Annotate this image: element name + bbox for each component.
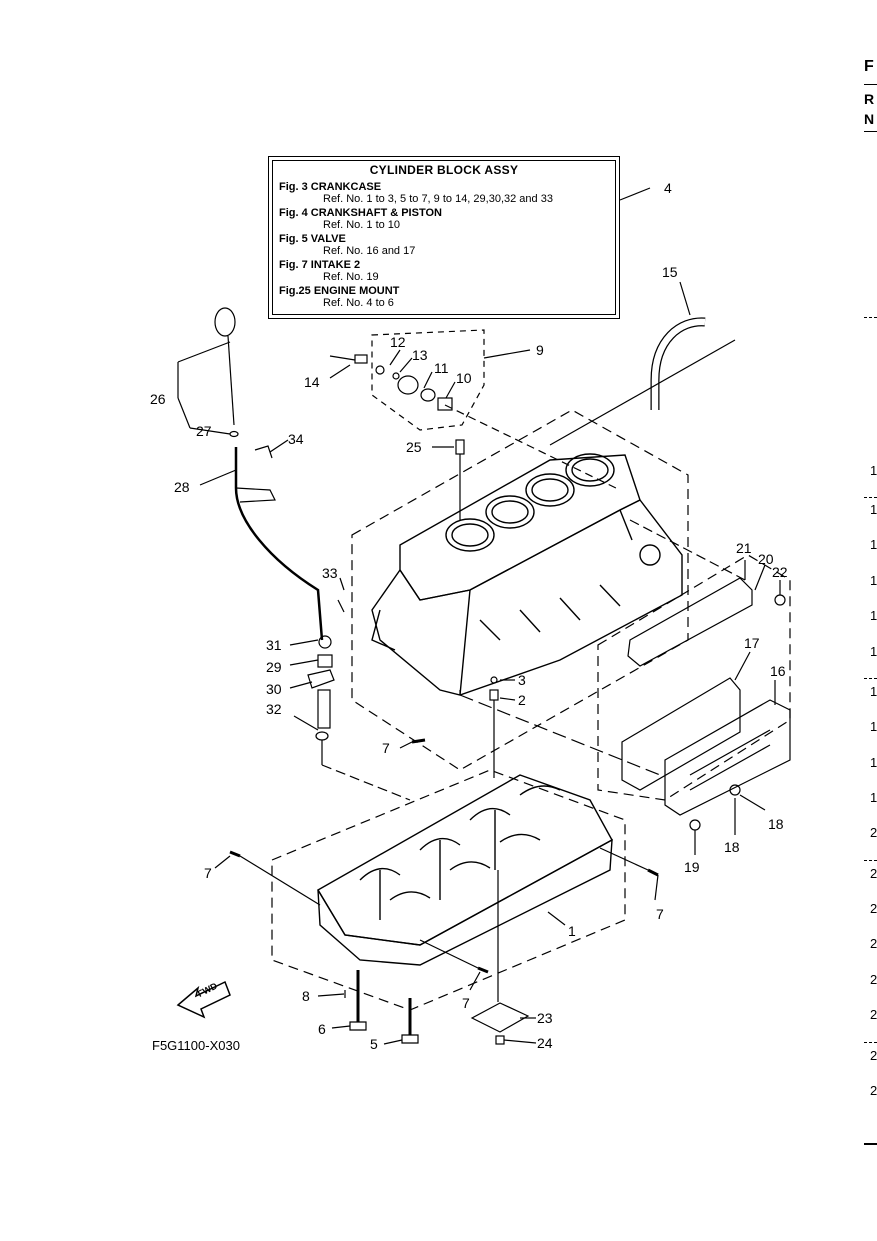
- callout-28: 28: [174, 479, 190, 495]
- reference-entry: Fig. 7 INTAKE 2 Ref. No. 19: [279, 259, 609, 283]
- callout-27: 27: [196, 423, 212, 439]
- reference-fig-label: Fig. 3 CRANKCASE: [279, 181, 382, 193]
- callout-13: 13: [412, 347, 428, 363]
- callout-7: 7: [382, 740, 390, 756]
- callout-7: 7: [204, 865, 212, 881]
- reference-ref-numbers: Ref. No. 16 and 17: [323, 245, 416, 257]
- reference-ref-numbers: Ref. No. 1 to 3, 5 to 7, 9 to 14, 29,30,…: [323, 193, 553, 205]
- edge-rule: [864, 84, 877, 85]
- reference-entry: Fig. 5 VALVE Ref. No. 16 and 17: [279, 233, 609, 257]
- edge-number: 2: [870, 901, 877, 916]
- edge-number: 1: [870, 537, 877, 552]
- callout-7: 7: [656, 906, 664, 922]
- fwd-arrow-icon: [176, 980, 231, 1019]
- callout-23: 23: [537, 1010, 553, 1026]
- edge-number: 1: [870, 644, 877, 659]
- reference-box-title: CYLINDER BLOCK ASSY: [369, 163, 519, 177]
- reference-ref-numbers: Ref. No. 4 to 6: [323, 297, 394, 309]
- callout-24: 24: [537, 1035, 553, 1051]
- edge-number: 2: [870, 972, 877, 987]
- edge-rule: [864, 317, 877, 318]
- cylinder-block-dashed-outline: [351, 409, 689, 771]
- callout-33: 33: [322, 565, 338, 581]
- callout-17: 17: [744, 635, 760, 651]
- callout-34: 34: [288, 431, 304, 447]
- reference-fig-label: Fig. 4 CRANKSHAFT & PISTON: [279, 207, 442, 219]
- edge-number: 1: [870, 573, 877, 588]
- callout-31: 31: [266, 637, 282, 653]
- cylinder-block: [371, 453, 683, 696]
- edge-letter: R: [864, 91, 875, 107]
- callout-11: 11: [434, 360, 449, 376]
- reference-ref-numbers: Ref. No. 19: [323, 271, 379, 283]
- edge-number: 2: [870, 825, 877, 840]
- edge-number: 1: [870, 790, 877, 805]
- cover-dashed-outline: [597, 554, 791, 801]
- callout-18: 18: [768, 816, 784, 832]
- callout-1: 1: [568, 923, 576, 939]
- edge-rule: [864, 497, 877, 498]
- reference-box: CYLINDER BLOCK ASSY Fig. 3 CRANKCASE Ref…: [268, 156, 620, 319]
- callout-9: 9: [536, 342, 544, 358]
- callout-20: 20: [758, 551, 774, 567]
- edge-rule: [864, 678, 877, 679]
- reference-ref-numbers: Ref. No. 1 to 10: [323, 219, 401, 231]
- edge-number: 1: [870, 755, 877, 770]
- reference-entry: Fig. 4 CRANKSHAFT & PISTON Ref. No. 1 to…: [279, 207, 609, 231]
- edge-rule: [864, 1042, 877, 1043]
- callout-12: 12: [390, 334, 406, 350]
- edge-number: 2: [870, 1048, 877, 1063]
- edge-number: 1: [870, 502, 877, 517]
- callout-19: 19: [684, 859, 700, 875]
- callout-18: 18: [724, 839, 740, 855]
- edge-letter: N: [864, 111, 875, 127]
- callout-32: 32: [266, 701, 282, 717]
- edge-number: 2: [870, 866, 877, 881]
- callout-8: 8: [302, 988, 310, 1004]
- edge-number: 2: [870, 1007, 877, 1022]
- reference-fig-label: Fig.25 ENGINE MOUNT: [279, 285, 400, 297]
- breather-hose: [650, 317, 706, 410]
- edge-number: 1: [870, 463, 877, 478]
- callout-15: 15: [662, 264, 678, 280]
- callout-14: 14: [304, 374, 320, 390]
- valve-parts: [329, 354, 621, 491]
- callout-2: 2: [518, 692, 526, 708]
- callout-22: 22: [772, 564, 788, 580]
- callout-5: 5: [370, 1036, 378, 1052]
- callout-25: 25: [406, 439, 422, 455]
- dipstick-assembly: [214, 307, 345, 741]
- edge-number: 1: [870, 719, 877, 734]
- reference-fig-label: Fig. 7 INTAKE 2: [279, 259, 361, 271]
- edge-number: 1: [870, 684, 877, 699]
- reference-fig-label: Fig. 5 VALVE: [279, 233, 346, 245]
- callout-21: 21: [736, 540, 752, 556]
- callout-10: 10: [456, 370, 472, 386]
- callout-3: 3: [518, 672, 526, 688]
- callout-30: 30: [266, 681, 282, 697]
- crankcase-dashed-outline: [271, 769, 626, 1011]
- callout-16: 16: [770, 663, 786, 679]
- callout-29: 29: [266, 659, 282, 675]
- callout-26: 26: [150, 391, 166, 407]
- edge-number: 2: [870, 936, 877, 951]
- crankcase: [317, 774, 613, 966]
- valve-group-dashed-outline: [371, 329, 485, 431]
- callout-4: 4: [664, 180, 672, 196]
- edge-number: 2: [870, 1083, 877, 1098]
- edge-letter: F: [864, 58, 874, 75]
- callout-7: 7: [462, 995, 470, 1011]
- edge-rule: [864, 860, 877, 861]
- reference-entry: Fig. 3 CRANKCASE Ref. No. 1 to 3, 5 to 7…: [279, 181, 609, 205]
- edge-number: 1: [870, 608, 877, 623]
- edge-rule: [864, 131, 877, 132]
- edge-rule: [864, 1143, 877, 1145]
- figure-code: F5G1100-X030: [152, 1038, 240, 1053]
- reference-entry: Fig.25 ENGINE MOUNT Ref. No. 4 to 6: [279, 285, 609, 309]
- callout-6: 6: [318, 1021, 326, 1037]
